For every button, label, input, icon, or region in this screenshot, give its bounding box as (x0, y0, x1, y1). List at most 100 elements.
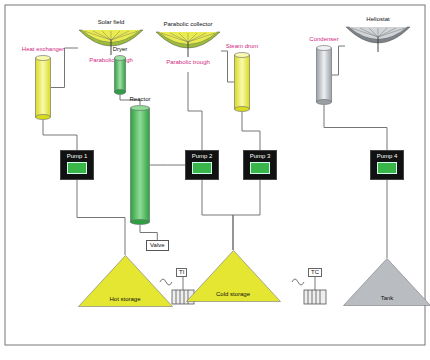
vessel-body (131, 108, 150, 222)
vessel: Steam drum (234, 52, 250, 112)
pump-label: Pump 4 (374, 153, 400, 160)
pipe-connector (140, 225, 157, 240)
trough-ray (93, 31, 111, 40)
vessel-cap (36, 115, 51, 120)
vessel-cap (235, 107, 250, 112)
trough-ray (84, 31, 111, 40)
instrument-tag: TI (176, 268, 187, 277)
node-heading: Dryer (113, 46, 128, 53)
node-heading: Parabolic collector (163, 21, 212, 28)
tank-label: Hot storage (78, 296, 173, 303)
node-heading: Condenser (309, 36, 338, 43)
pump-unit: Pump 3 (243, 150, 277, 180)
trough-ray (378, 28, 405, 37)
instrument-label: TI (179, 269, 184, 276)
pipe-connector (150, 165, 185, 166)
pump-label: Pump 1 (64, 153, 90, 160)
pump-window (250, 162, 270, 174)
trough-stand (188, 42, 189, 57)
trough-ray (360, 28, 378, 37)
vessel-outline (234, 52, 250, 112)
process-box: Valve (146, 240, 169, 251)
node-heading: Heat exchanger (22, 46, 64, 53)
vessel-outline (114, 55, 126, 95)
trough-ray (188, 33, 189, 42)
pump-unit: Pump 4 (370, 150, 404, 180)
instrument-symbol (292, 276, 326, 304)
node-heading: Reactor (129, 96, 150, 103)
pipe-connector (43, 120, 77, 150)
node-heading: Solar field (98, 19, 125, 26)
pipe-connector (387, 180, 388, 258)
vessel-body (317, 48, 332, 102)
vessel-cap (131, 106, 150, 111)
pipe-connector (221, 51, 234, 82)
vessel-cap (36, 56, 51, 61)
vessel-outline (316, 45, 332, 105)
instrument-tag: TC (308, 268, 322, 277)
pipe-connector (77, 180, 125, 255)
box-label: Valve (150, 242, 165, 249)
vessel-outline (130, 105, 150, 225)
pipe-connector (188, 72, 202, 150)
tank-label: Cold storage (186, 291, 281, 298)
pump-window (192, 162, 212, 174)
pipe-connector (51, 48, 78, 88)
trough-ray (188, 33, 206, 42)
trough-ray (378, 28, 379, 37)
vessel-outline (35, 55, 51, 120)
storage-tank: Hot storage (78, 255, 173, 307)
vessel-body (36, 58, 51, 117)
trough-stand (378, 37, 379, 52)
vessel-body (235, 55, 250, 109)
trough-ray (351, 28, 378, 37)
instrument-label: TC (311, 269, 319, 276)
trough-ray (369, 28, 378, 37)
vessel: Condenser (316, 45, 332, 105)
trough-ray (102, 31, 111, 40)
vessel-cap (235, 53, 250, 58)
solar-collector: Heliostat (345, 25, 411, 67)
tank-body (344, 259, 430, 306)
trough-ray (188, 33, 215, 42)
pipe-connector (324, 105, 387, 150)
trough-ray (161, 33, 188, 42)
pump-label: Pump 3 (247, 153, 273, 160)
trough-ray (111, 31, 138, 40)
collector-caption: Parabolic trough (155, 59, 221, 66)
vessel-cap (115, 56, 126, 61)
trough-ray (111, 31, 112, 40)
trough-ray (378, 28, 396, 37)
pump-unit: Pump 1 (60, 150, 94, 180)
vessel-cap (317, 100, 332, 105)
tank-label: Tank (343, 295, 430, 302)
tank-body (78, 256, 172, 307)
trough-outline (345, 25, 411, 53)
tank-body (186, 251, 280, 302)
trough-outline (78, 28, 144, 56)
pump-window (67, 162, 87, 174)
node-heading: Steam drum (226, 43, 259, 50)
vessel-body (115, 58, 126, 92)
vessel: Heat exchanger (35, 55, 51, 120)
pipe-connector (233, 180, 260, 250)
vessel-cap (317, 46, 332, 51)
trough-ray (111, 31, 129, 40)
vessel: Reactor (130, 105, 150, 225)
trough-ray (170, 33, 188, 42)
storage-tank: Cold storage (186, 250, 281, 302)
solar-collector: Solar fieldParabolic trough (78, 28, 144, 68)
trough-stand (111, 40, 112, 55)
pipe-connector (202, 180, 233, 250)
vessel: Dryer (114, 55, 126, 95)
pump-label: Pump 2 (189, 153, 215, 160)
collector-caption: Parabolic trough (78, 57, 144, 64)
vessel-cap (131, 220, 150, 225)
pipe-connector (242, 112, 260, 150)
trough-ray (179, 33, 188, 42)
pipe-connector (332, 46, 345, 75)
pump-window (377, 162, 397, 174)
pump-unit: Pump 2 (185, 150, 219, 180)
